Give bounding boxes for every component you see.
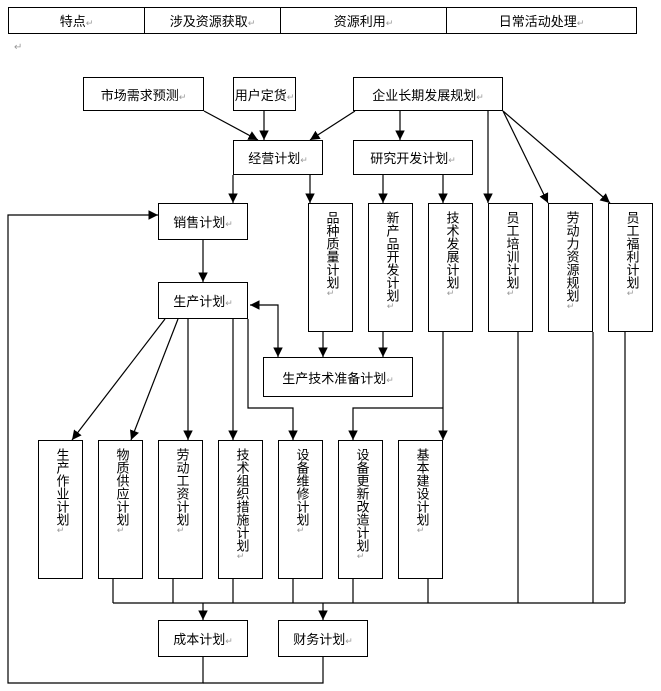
box-finance-plan: 财务计划 xyxy=(278,620,368,657)
box-new-product-plan: 新产品开发计划 xyxy=(368,203,413,332)
box-wages-plan: 劳动工资计划 xyxy=(158,440,203,579)
box-construction-plan: 基本建设计划 xyxy=(398,440,443,579)
box-operations-plan: 生产作业计划 xyxy=(38,440,83,579)
arrow-production-to-operations xyxy=(71,318,166,441)
arrow-production-to-maintenance xyxy=(247,319,298,440)
header-cell-daily-activities: 日常活动处理↵ xyxy=(446,7,637,34)
box-quality-plan: 品种质量计划 xyxy=(308,203,353,332)
box-tech-dev-plan: 技术发展计划 xyxy=(428,203,473,332)
box-supply-plan: 物质供应计划 xyxy=(98,440,143,579)
arrow-longterm-to-welfare xyxy=(502,110,611,204)
arrow-production-techprep-double xyxy=(250,300,283,357)
box-training-plan: 员工培训计划 xyxy=(488,203,533,332)
arrow-techdev-to-renewal xyxy=(348,407,443,440)
box-rd-plan: 研究开发计划 xyxy=(353,140,473,175)
box-tech-prep-plan: 生产技术准备计划 xyxy=(263,357,413,397)
box-cost-plan: 成本计划 xyxy=(158,620,248,657)
arrow-production-to-supply xyxy=(130,318,179,441)
header-table: 特点↵ 涉及资源获取↵ 资源利用↵ 日常活动处理↵ xyxy=(8,7,637,34)
paragraph-mark: ↵ xyxy=(14,42,23,53)
arrow-longterm-to-business xyxy=(309,110,356,141)
arrow-market-to-business xyxy=(203,110,259,141)
box-long-term-plan: 企业长期发展规划 xyxy=(353,77,503,111)
box-renewal-plan: 设备更新改造计划 xyxy=(338,440,383,579)
header-cell-resource-use: 资源利用↵ xyxy=(280,7,447,34)
box-business-plan: 经营计划 xyxy=(233,140,323,175)
header-cell-features: 特点↵ xyxy=(8,7,145,34)
box-maintenance-plan: 设备维修计划 xyxy=(278,440,323,579)
header-cell-resource-acquisition: 涉及资源获取↵ xyxy=(144,7,281,34)
box-welfare-plan: 员工福利计划 xyxy=(608,203,653,332)
box-labor-plan: 劳动力资源规划 xyxy=(548,203,593,332)
feedback-line xyxy=(7,210,204,684)
box-tech-org-plan: 技术组织措施计划 xyxy=(218,440,263,579)
arrow-longterm-to-labor xyxy=(502,110,549,204)
box-customer-orders: 用户定货 xyxy=(233,77,296,111)
box-production-plan: 生产计划 xyxy=(158,282,248,319)
box-sales-plan: 销售计划 xyxy=(158,203,248,240)
box-market-forecast: 市场需求预测 xyxy=(83,77,204,111)
